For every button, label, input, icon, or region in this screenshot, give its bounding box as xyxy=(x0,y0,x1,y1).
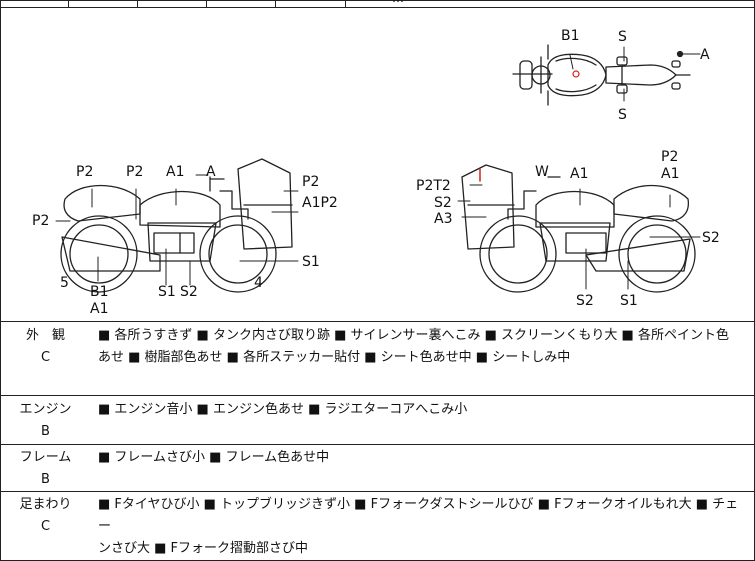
diagram-label: S1 xyxy=(620,293,638,309)
motorcycle-damage-diagram: B1 S A S P2 P2 A1 A P2 A1P2 P2 S1 5 B1 A… xyxy=(0,9,755,321)
category-name: 足まわり xyxy=(19,497,72,512)
diagram-label: A3 xyxy=(434,211,453,227)
description-line: ■ エンジン音小 ■ エンジン色あせ ■ ラジエターコアへこみ小 xyxy=(98,402,468,417)
diagram-label: S1 xyxy=(158,284,176,300)
right-view-motorcycle-icon xyxy=(457,164,701,293)
diagram-label: A xyxy=(700,47,710,63)
diagram-label: S1 xyxy=(302,254,320,270)
row-category: エンジン B xyxy=(8,399,83,443)
condition-row-frame: フレーム B ■ フレームさび小 ■ フレーム色あせ中 xyxy=(0,447,755,491)
header-fragment-text: … xyxy=(392,0,404,6)
description-line: ンさび大 ■ Fフォーク摺動部さび中 xyxy=(98,541,309,556)
row-divider xyxy=(0,321,755,322)
diagram-label: P2T2 xyxy=(416,178,451,194)
diagram-label: S2 xyxy=(434,195,452,211)
description-line: あせ ■ 樹脂部色あせ ■ 各所ステッカー貼付 ■ シート色あせ中 ■ シートし… xyxy=(98,350,571,365)
diagram-label: A1 xyxy=(570,166,589,182)
category-name: 外 観 xyxy=(25,328,65,343)
diagram-label: S xyxy=(618,29,627,45)
category-grade: C xyxy=(40,519,51,534)
diagram-label: B1 xyxy=(561,28,580,44)
motorcycle-drawings xyxy=(55,44,701,293)
row-description: ■ 各所うすきず ■ タンク内さび取り跡 ■ サイレンサー裏へこみ ■ スクリー… xyxy=(98,325,745,369)
diagram-label: A xyxy=(206,164,216,180)
condition-row-exterior: 外 観 C ■ 各所うすきず ■ タンク内さび取り跡 ■ サイレンサー裏へこみ … xyxy=(0,325,755,393)
category-grade: B xyxy=(41,472,50,487)
header-cell-divider xyxy=(345,0,346,8)
diagram-label: P2 xyxy=(661,149,679,165)
description-line: ■ フレームさび小 ■ フレーム色あせ中 xyxy=(98,450,330,465)
row-divider xyxy=(0,444,755,445)
row-divider xyxy=(0,395,755,396)
diagram-label: P2 xyxy=(32,213,50,229)
description-line: ■ Fタイヤひび小 ■ トップブリッジきず小 ■ Fフォークダストシールひび ■… xyxy=(98,497,739,534)
condition-row-suspension: 足まわり C ■ Fタイヤひび小 ■ トップブリッジきず小 ■ Fフォークダスト… xyxy=(0,494,755,556)
header-cell-divider xyxy=(68,0,69,8)
diagram-label: S2 xyxy=(702,230,720,246)
header-cell-divider xyxy=(275,0,276,8)
header-divider xyxy=(0,7,755,8)
category-name: フレーム xyxy=(19,450,72,465)
category-grade: C xyxy=(40,350,51,365)
diagram-label: P2 xyxy=(76,164,94,180)
diagram-label: W xyxy=(535,164,549,180)
diagram-label: S xyxy=(618,107,627,123)
row-category: フレーム B xyxy=(8,447,83,491)
diagram-label: A1 xyxy=(661,166,680,182)
top-view-motorcycle-icon xyxy=(512,44,701,106)
diagram-label: A1 xyxy=(166,164,185,180)
category-grade: B xyxy=(41,424,50,439)
row-category: 足まわり C xyxy=(8,494,83,538)
diagram-label: A1 xyxy=(90,301,109,317)
diagram-label: S2 xyxy=(180,284,198,300)
row-divider xyxy=(0,491,755,492)
left-view-motorcycle-icon xyxy=(55,158,299,293)
diagram-label: P2 xyxy=(302,174,320,190)
diagram-label: A1P2 xyxy=(302,195,338,211)
row-description: ■ フレームさび小 ■ フレーム色あせ中 xyxy=(98,447,745,469)
diagram-label: P2 xyxy=(126,164,144,180)
description-line: ■ 各所うすきず ■ タンク内さび取り跡 ■ サイレンサー裏へこみ ■ スクリー… xyxy=(98,328,729,343)
row-description: ■ Fタイヤひび小 ■ トップブリッジきず小 ■ Fフォークダストシールひび ■… xyxy=(98,494,745,560)
header-cell-divider xyxy=(206,0,207,8)
diagram-label: S2 xyxy=(576,293,594,309)
diagram-label: 5 xyxy=(60,275,69,291)
row-description: ■ エンジン音小 ■ エンジン色あせ ■ ラジエターコアへこみ小 xyxy=(98,399,745,421)
diagram-label: B1 xyxy=(90,284,109,300)
header-cell-divider xyxy=(137,0,138,8)
row-category: 外 観 C xyxy=(8,325,83,369)
condition-row-engine: エンジン B ■ エンジン音小 ■ エンジン色あせ ■ ラジエターコアへこみ小 xyxy=(0,399,755,443)
diagram-label: 4 xyxy=(254,275,263,291)
category-name: エンジン xyxy=(19,402,72,417)
